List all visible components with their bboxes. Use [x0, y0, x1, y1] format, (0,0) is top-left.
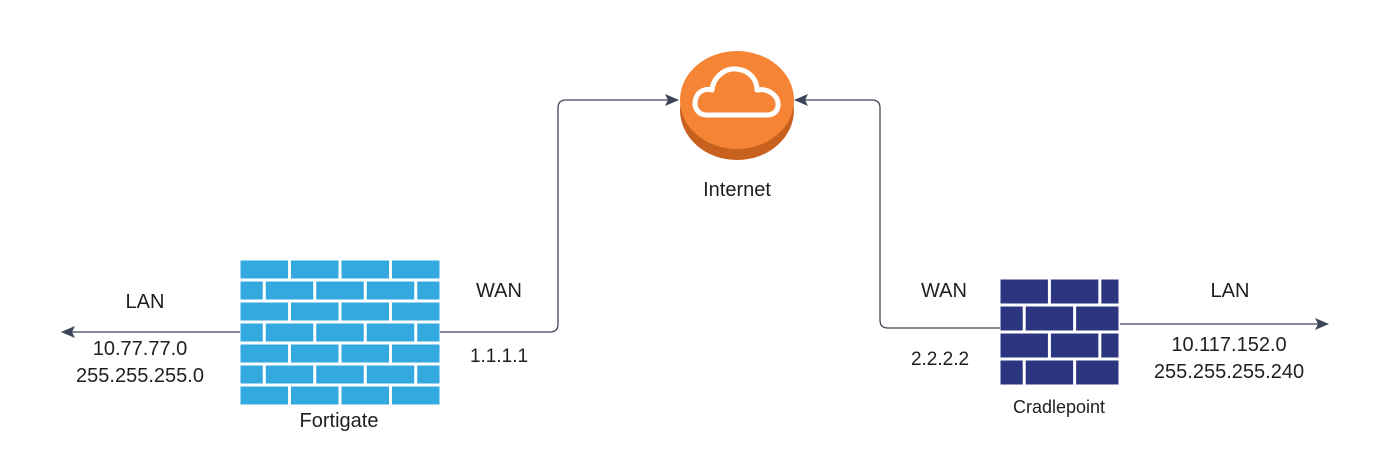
- brick: [392, 302, 440, 321]
- internet-node[interactable]: [680, 51, 794, 160]
- brick: [341, 344, 389, 363]
- fortigate-lan-mask: 255.255.255.0: [76, 365, 204, 387]
- brick: [1050, 333, 1099, 358]
- cradlepoint-wan-label: WAN: [921, 280, 967, 302]
- brick: [240, 386, 288, 405]
- fortigate-label: Fortigate: [300, 410, 379, 432]
- brick: [240, 344, 288, 363]
- brick: [240, 260, 288, 279]
- cradlepoint-lan-label: LAN: [1211, 280, 1250, 302]
- cradlepoint-lan-mask: 255.255.255.240: [1154, 361, 1304, 383]
- brick: [291, 344, 339, 363]
- cradlepoint-lan-network: 10.117.152.0: [1171, 334, 1286, 356]
- brick: [1025, 306, 1074, 331]
- brick: [366, 323, 415, 342]
- fortigate-lan-network: 10.77.77.0: [93, 338, 188, 360]
- brick: [366, 365, 415, 384]
- brick: [1000, 360, 1023, 385]
- cradlepoint-wan-connector[interactable]: [794, 94, 1000, 329]
- brick: [1101, 333, 1119, 358]
- internet-label: Internet: [703, 179, 771, 201]
- fortigate-node[interactable]: [240, 260, 440, 405]
- brick: [417, 281, 440, 300]
- brick: [1000, 279, 1048, 304]
- brick: [392, 260, 440, 279]
- brick: [417, 365, 440, 384]
- brick: [417, 323, 440, 342]
- brick: [240, 365, 263, 384]
- cradlepoint-node[interactable]: [1000, 279, 1119, 385]
- brick: [1025, 360, 1074, 385]
- fortigate-wan-ip: 1.1.1.1: [470, 346, 528, 367]
- brick: [1000, 333, 1048, 358]
- brick: [265, 323, 314, 342]
- brick: [316, 365, 364, 384]
- brick: [265, 365, 314, 384]
- brick: [392, 344, 440, 363]
- brick: [1050, 279, 1099, 304]
- brick: [1000, 306, 1023, 331]
- firewall-icon: [240, 260, 440, 405]
- brick: [392, 386, 440, 405]
- brick: [291, 386, 339, 405]
- brick: [291, 302, 339, 321]
- brick: [341, 260, 389, 279]
- fortigate-wan-label: WAN: [476, 280, 522, 302]
- brick: [366, 281, 415, 300]
- brick: [341, 302, 389, 321]
- brick: [316, 323, 364, 342]
- fortigate-wan-connector[interactable]: [440, 94, 679, 333]
- cloud-icon: [692, 66, 781, 118]
- brick: [265, 281, 314, 300]
- brick: [240, 323, 263, 342]
- brick: [291, 260, 339, 279]
- firewall-icon: [1000, 279, 1119, 385]
- brick: [1076, 360, 1119, 385]
- brick: [341, 386, 389, 405]
- brick: [240, 281, 263, 300]
- brick: [240, 302, 288, 321]
- brick: [1076, 306, 1119, 331]
- fortigate-lan-label: LAN: [126, 291, 165, 313]
- cradlepoint-label: Cradlepoint: [1013, 397, 1105, 417]
- brick: [316, 281, 364, 300]
- brick: [1101, 279, 1119, 304]
- cradlepoint-wan-ip: 2.2.2.2: [911, 349, 969, 370]
